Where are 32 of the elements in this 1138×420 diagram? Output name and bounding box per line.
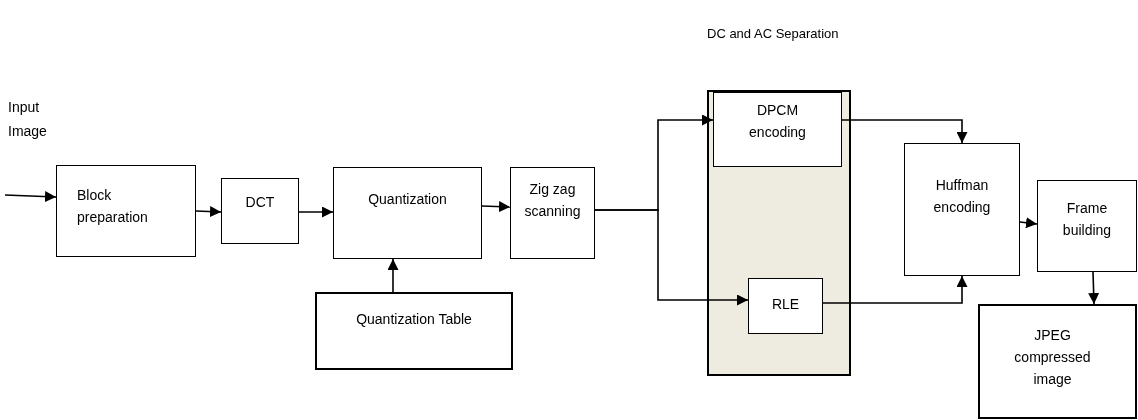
box-label: JPEG compressed image [1013,326,1092,389]
process-box [510,167,595,259]
box-label: DCT [244,193,276,212]
process-box [56,165,196,257]
arrow [822,275,968,304]
group-heading: DC and AC Separation [707,25,839,43]
arrow [841,119,968,144]
box-label: DPCM encoding [748,101,807,142]
arrow [481,201,511,213]
process-box [904,143,1020,276]
box-label: RLE [770,295,801,314]
box-label: Quantization [367,190,448,209]
input-label: Input Image [8,98,48,141]
box-label: Quantization Table [355,310,473,329]
process-box [713,92,842,167]
box-label: Huffman encoding [932,176,992,217]
box-label: Zig zag scanning [523,180,582,221]
arrow [298,206,334,218]
process-box [333,167,482,259]
process-box [221,178,299,244]
box-label: Frame building [1061,199,1113,240]
arrow [1019,217,1038,229]
process-box [748,278,823,334]
process-box [315,292,513,370]
arrow [195,206,222,218]
arrow [1088,271,1100,305]
output-box [978,304,1137,419]
arrow [594,209,749,306]
arrow [387,258,399,293]
arrow [4,191,57,203]
box-label: Block preparation [77,186,149,227]
process-box [1037,180,1137,272]
